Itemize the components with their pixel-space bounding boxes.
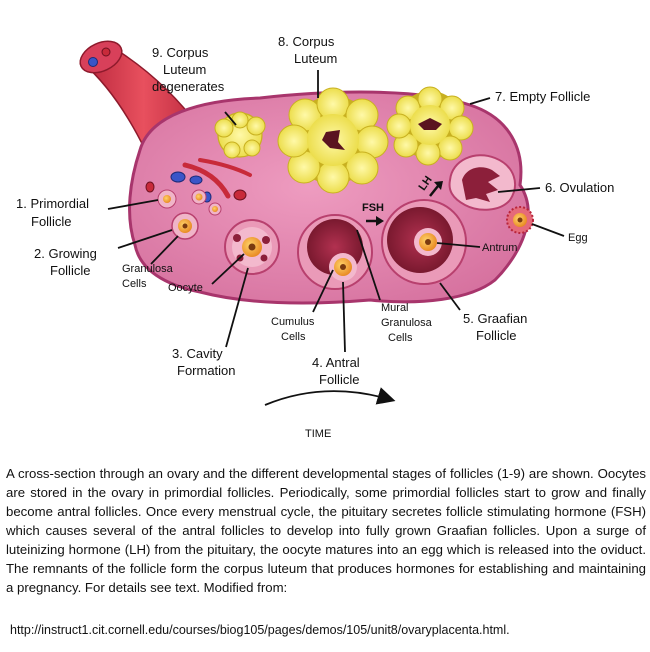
fsh-arrow: [366, 216, 384, 226]
corpus-luteum-degenerates: [214, 111, 266, 159]
cavity-formation-follicle: [224, 219, 280, 275]
vessel: [198, 158, 252, 177]
lh-arrow: [429, 181, 443, 197]
label-empty-follicle: 7. Empty Follicle: [495, 89, 590, 104]
vessel: [182, 162, 231, 199]
vessel: [233, 189, 247, 201]
ovulating-follicle: [448, 154, 516, 211]
label-primordial-follicle: 1. Primordial Follicle: [16, 196, 93, 229]
label-oocyte: Oocyte: [168, 282, 203, 294]
label-time: TIME: [305, 428, 331, 440]
label-graafian-follicle: 5. Graafian Follicle: [463, 311, 531, 343]
label-cumulus-cells: Cumulus Cells: [271, 316, 317, 343]
time-arrow: [264, 387, 396, 406]
empty-follicle: [386, 86, 474, 166]
primordial-follicle: [157, 189, 222, 216]
ovary-diagram: 9. Corpus Luteum degenerates 8. Corpus L…: [16, 34, 614, 440]
vessel: [101, 47, 111, 57]
label-fsh: FSH: [362, 202, 384, 214]
vessel: [88, 57, 98, 67]
source-url: http://instruct1.cit.cornell.edu/courses…: [10, 623, 510, 637]
vessel: [170, 171, 186, 183]
label-growing-follicle: 2. Growing Follicle: [34, 246, 101, 278]
released-egg: [506, 206, 534, 234]
leader-lines: [107, 70, 565, 353]
label-antrum: Antrum: [482, 242, 517, 254]
vessel: [145, 181, 155, 193]
label-cavity-formation: 3. Cavity Formation: [172, 346, 236, 378]
label-egg: Egg: [568, 232, 588, 244]
vessel: [189, 175, 203, 185]
label-granulosa-cells: Granulosa Cells: [122, 263, 176, 290]
growing-follicle: [171, 212, 199, 240]
label-antral-follicle: 4. Antral Follicle: [312, 355, 363, 387]
corpus-luteum: [277, 87, 389, 194]
graafian-follicle: [381, 199, 467, 285]
label-corpus-luteum-degenerates: 9. Corpus Luteum degenerates: [152, 45, 225, 94]
label-corpus-luteum: 8. Corpus Luteum: [278, 34, 338, 66]
figure-caption: A cross-section through an ovary and the…: [6, 466, 646, 595]
antral-follicle: [297, 214, 373, 290]
label-ovulation: 6. Ovulation: [545, 180, 614, 195]
label-mural-granulosa-cells: Mural Granulosa Cells: [381, 302, 435, 344]
